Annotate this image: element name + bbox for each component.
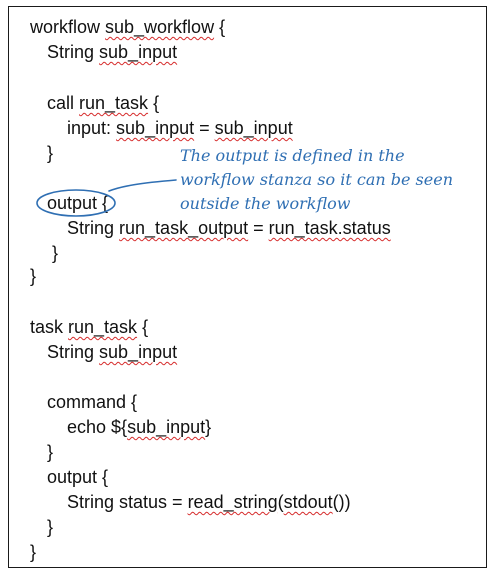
code-line-close-output: }: [52, 243, 59, 263]
code-line-sub-input-decl: String sub_input: [47, 42, 178, 62]
code-line-status-assign: String status = read_string(stdout()): [67, 492, 351, 512]
code-line-output-assign: String run_task_output = run_task.status: [67, 218, 391, 238]
code-line-echo: echo ${sub_input}: [67, 417, 212, 437]
code-line-close-task: }: [30, 542, 37, 562]
annotation-note: The output is defined in the workflow st…: [180, 144, 490, 216]
annotation-line-1: The output is defined in the: [180, 146, 405, 165]
output-keyword: output: [47, 193, 98, 213]
code-line-task-sub-input: String sub_input: [47, 342, 178, 362]
code-line-call-run-task: call run_task {: [47, 93, 160, 113]
code-line-workflow-decl: workflow sub_workflow {: [30, 17, 226, 37]
code-line-input-assign: input: sub_input = sub_input: [67, 118, 293, 138]
code-line-task-output-open: output {: [47, 467, 109, 487]
annotation-line-3: outside the workflow: [180, 194, 351, 213]
code-line-output-block: output {: [47, 193, 109, 213]
code-frame: [8, 6, 487, 568]
code-line-close-call: }: [47, 143, 54, 163]
code-line-task-output-close: }: [47, 517, 54, 537]
annotation-line-2: workflow stanza so it can be seen: [180, 170, 453, 189]
code-line-command-close: }: [47, 442, 54, 462]
code-line-command-open: command {: [47, 392, 138, 412]
code-line-close-workflow: }: [30, 266, 37, 286]
code-line-task-decl: task run_task {: [30, 317, 149, 337]
